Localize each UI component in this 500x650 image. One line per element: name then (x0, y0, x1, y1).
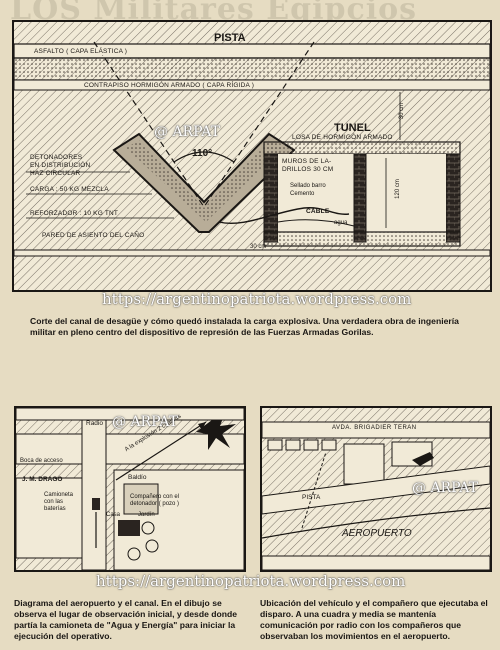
dim-120-label: 120 cm (394, 179, 401, 199)
blast-direction-arrow (115, 421, 207, 481)
runway (262, 465, 490, 515)
muros-label: MUROS DE LA- DRILLOS 30 cm (282, 158, 333, 174)
runway-label: PISTA (302, 494, 321, 501)
house-block (118, 520, 140, 536)
drago-label: J. M. DRAGO (22, 476, 63, 483)
watermark-url-top: https://argentinopatriota.wordpress.com (102, 290, 412, 308)
muros-line-1: MUROS DE LA- (282, 158, 332, 165)
carga-label: CARGA : 50 KG MEZCLA (30, 186, 109, 193)
building-2 (285, 439, 301, 451)
sellado-line-2: Cemento (290, 191, 315, 197)
detonadores-line-3: HAZ CIRCULAR (30, 170, 81, 177)
companero-line-1: Compañero con el (130, 494, 180, 500)
sellado-label: Sellado barro Cemento (290, 182, 326, 198)
cross-section-drawing (14, 22, 490, 290)
companero-line-2: detonador ( pozo ) (130, 501, 180, 507)
building-3 (303, 439, 319, 451)
muros-line-2: DRILLOS 30 cm (282, 166, 334, 173)
baldio-lot (123, 483, 159, 515)
observation-line (301, 451, 327, 529)
bottom-road (262, 555, 490, 570)
contrapiso-label: CONTRAPISO HORMIGÓN ARMADO ( capa rígida… (84, 82, 255, 89)
camioneta-label: Camioneta con las baterías (44, 492, 73, 513)
camioneta-line-2: con las (44, 499, 64, 505)
agua-label: agua (334, 220, 348, 226)
pared-label: PARED DE ASIENTO DEL CAÑO (42, 232, 145, 239)
asfalto-label: ASFALTO ( capa elástica ) (34, 48, 128, 55)
perimeter-road (262, 507, 490, 539)
boca-label: Boca de acceso (20, 458, 63, 464)
avenida-label: AVDA. BRIGADIER TERAN (332, 425, 417, 431)
street-horizontal (16, 433, 244, 465)
tree-1 (141, 521, 155, 535)
watermark-tag-top: @ ARPAT (154, 124, 220, 140)
detonadores-line-2: EN DISTRIBUCIÓN (30, 162, 91, 169)
tunnel-base (263, 231, 461, 247)
concrete-layer (14, 57, 490, 81)
blast-line-left (93, 41, 205, 208)
dim-small-label: 30 cm (250, 244, 267, 250)
watermark-tag-right: @ ARPAT (412, 480, 478, 496)
blast-line-right (203, 41, 315, 208)
figure1-caption: Corte del canal de desagüe y cómo quedó … (30, 316, 459, 337)
top-road (16, 408, 244, 421)
casa-label: Casa (106, 512, 121, 518)
water-line (277, 219, 355, 227)
figure2-caption: Diagrama del aeropuerto y el canal. En e… (14, 598, 238, 641)
jardin-label: Jardín (138, 512, 155, 518)
sellado-line-1: Sellado barro (290, 183, 326, 189)
airport-map-figure: AVDA. BRIGADIER TERAN PISTA AEROPUERTO (260, 406, 492, 572)
detonadores-line-1: DETONADORES (30, 154, 83, 161)
detonadores-label: DETONADORES EN DISTRIBUCIÓN HAZ CIRCULAR (30, 154, 90, 178)
aircraft-icon (412, 452, 434, 466)
tunnel-wall-middle (353, 153, 367, 243)
watermark-tag-left: @ ARPAT (112, 414, 178, 430)
figure3-caption: Ubicación del vehículo y el compañero qu… (260, 598, 488, 641)
block-left (16, 477, 83, 559)
building-1 (267, 439, 283, 451)
companero-label: Compañero con el detonador ( pozo ) (130, 494, 179, 508)
refuerzo-label: REFORZADOR : 10 KG TNT (30, 210, 119, 217)
angle-label: 110° (192, 148, 213, 159)
cross-section-figure: PISTA ASFALTO ( capa elástica ) CONTRAPI… (12, 20, 492, 292)
avenue-road (262, 421, 490, 439)
cable-label: CABLE (306, 208, 330, 215)
radio-label: Radio (86, 420, 103, 427)
camioneta-line-3: baterías (44, 506, 66, 512)
baldio-label: Baldío (128, 474, 147, 481)
losa-label: LOSA DE HORMIGÓN ARMADO (292, 134, 393, 141)
tunnel-wall-left (263, 153, 279, 243)
street-diagram-figure: Radio Boca de acceso J. M. DRAGO Camione… (14, 406, 246, 572)
cable-line (218, 207, 350, 224)
camioneta-line-1: Camioneta (44, 492, 74, 498)
dim-side-label: 30 cm (399, 102, 406, 120)
airport-map-drawing (262, 408, 490, 570)
arrow-head (198, 422, 206, 430)
tree-2 (145, 539, 159, 553)
tunnel-slab (263, 141, 461, 155)
street-diagram-drawing (16, 408, 244, 570)
watermark-url-bottom: https://argentinopatriota.wordpress.com (96, 572, 406, 590)
block-center (343, 443, 385, 485)
explosion-burst-icon (196, 410, 236, 450)
aeropuerto-label: AEROPUERTO (342, 528, 412, 539)
street-vertical (81, 408, 107, 570)
tree-3 (127, 547, 141, 561)
pista-label: PISTA (214, 32, 246, 44)
building-4 (321, 439, 337, 451)
angle-arc (173, 151, 235, 163)
van-marker (92, 498, 100, 510)
tunel-label: TUNEL (334, 122, 371, 134)
canal-floor (14, 249, 490, 257)
tunnel-wall-right (445, 153, 461, 243)
